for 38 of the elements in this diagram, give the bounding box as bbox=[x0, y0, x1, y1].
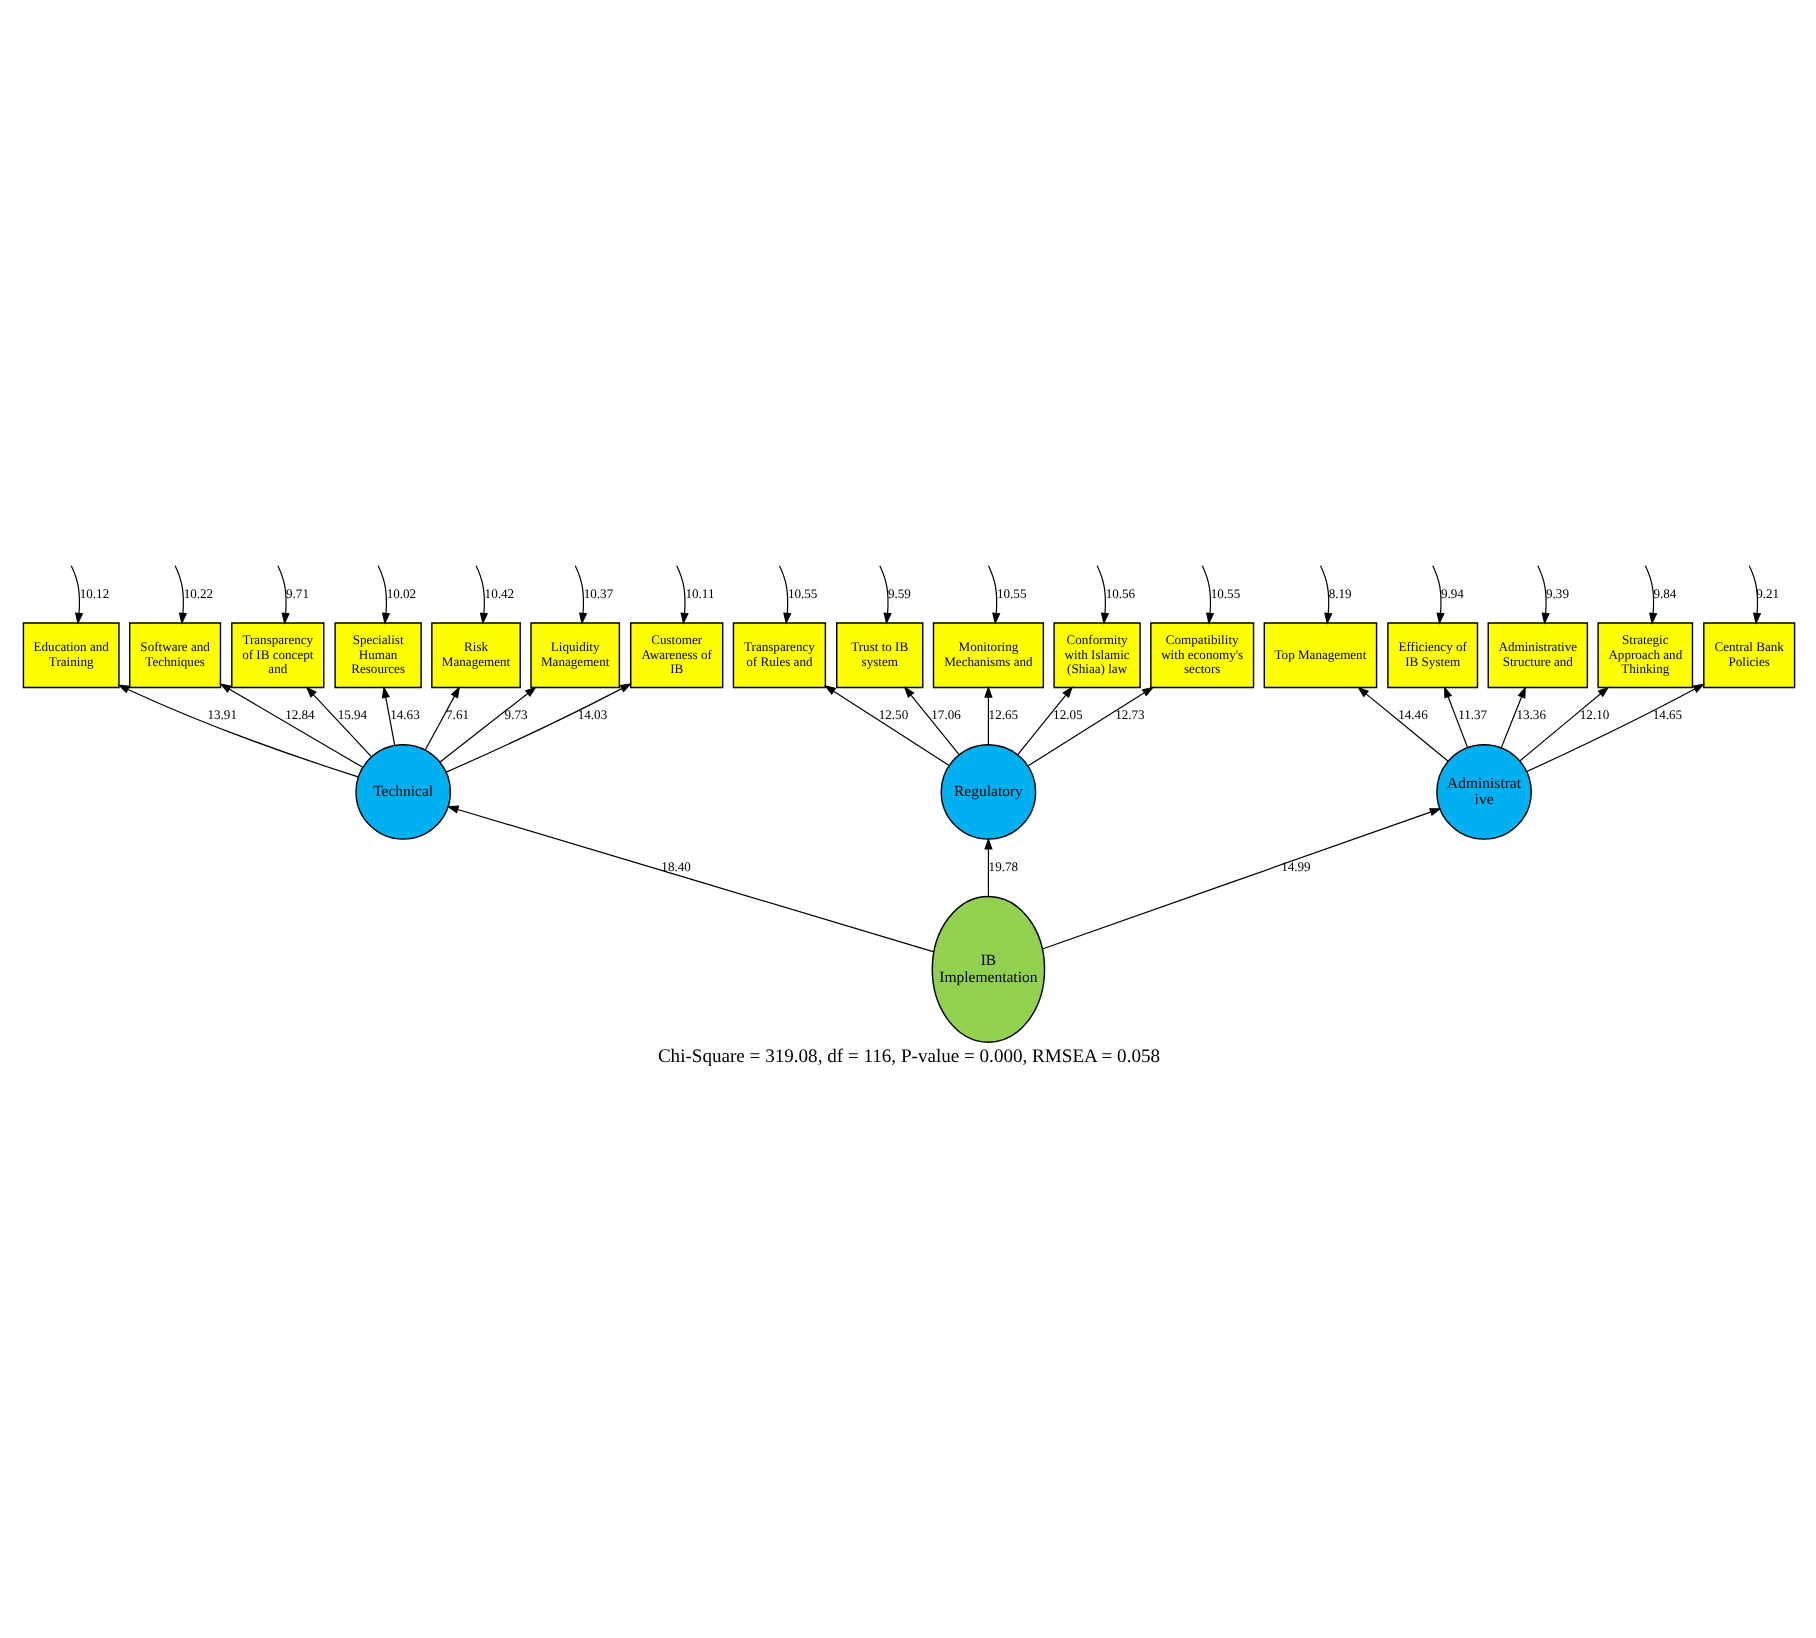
arrow bbox=[1040, 808, 1441, 950]
arrow bbox=[1518, 686, 1609, 762]
arrow bbox=[445, 805, 934, 953]
arrow bbox=[173, 565, 187, 625]
arrow bbox=[474, 565, 488, 625]
caption: Chi-Square = 319.08, df = 116, P-value = 0.000, RMSEA = 0.058 bbox=[656, 1046, 1160, 1069]
arrow bbox=[218, 683, 363, 768]
arrow bbox=[902, 686, 959, 756]
arrow bbox=[1356, 686, 1448, 762]
arrow bbox=[1747, 565, 1761, 625]
arrow bbox=[1026, 686, 1154, 767]
arrow bbox=[1318, 565, 1332, 625]
arrow bbox=[1525, 683, 1704, 773]
arrow bbox=[986, 565, 1000, 625]
arrow bbox=[1095, 565, 1109, 625]
arrow bbox=[444, 683, 632, 773]
arrow bbox=[438, 686, 536, 763]
arrow bbox=[1200, 565, 1214, 625]
arrow bbox=[380, 686, 395, 746]
arrow bbox=[116, 684, 358, 778]
arrow bbox=[983, 837, 992, 898]
arrow bbox=[1536, 565, 1549, 625]
arrow bbox=[878, 565, 891, 625]
arrow bbox=[573, 565, 587, 625]
arrow bbox=[276, 565, 289, 625]
arrow bbox=[822, 685, 949, 767]
arrow bbox=[983, 685, 992, 746]
arrow bbox=[376, 565, 390, 625]
arrow bbox=[1015, 686, 1073, 756]
arrow bbox=[1443, 685, 1468, 749]
arrow bbox=[675, 565, 688, 625]
arrow bbox=[423, 685, 460, 751]
arrow bbox=[777, 565, 791, 625]
arrow bbox=[1643, 565, 1657, 625]
arrow bbox=[1499, 686, 1525, 749]
arrow bbox=[69, 565, 83, 625]
arrow bbox=[304, 686, 372, 758]
arrow bbox=[1431, 565, 1444, 625]
